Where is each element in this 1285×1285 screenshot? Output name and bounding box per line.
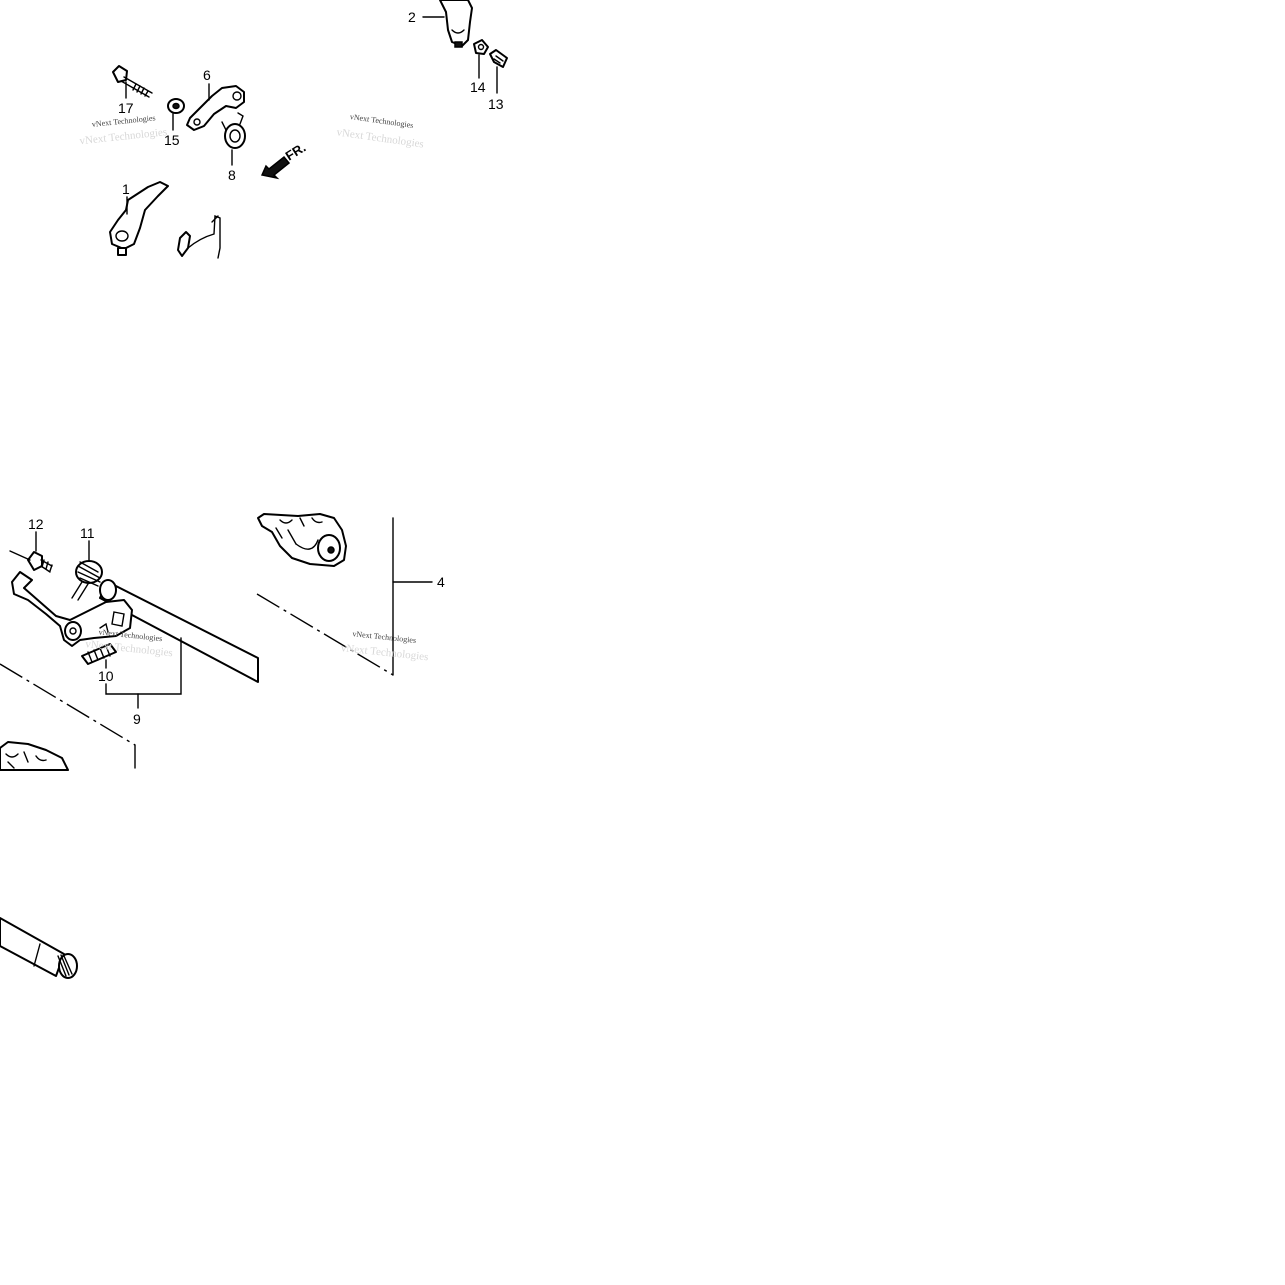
screw-13-drawing (489, 49, 508, 68)
callout-8: 8 (228, 167, 236, 183)
spring-10-drawing (81, 643, 117, 665)
svg-text:vNext Technologies: vNext Technologies (336, 126, 425, 150)
bolt-12-drawing (9, 550, 53, 573)
spring-8-drawing (221, 112, 246, 149)
shift-spindle-9-drawing (11, 571, 259, 683)
callout-10: 10 (98, 668, 114, 684)
watermark-4: vNext Technologies vNext Technologies (340, 629, 429, 663)
bolt-17-drawing (112, 65, 153, 98)
callout-2: 2 (408, 9, 416, 25)
callout-12: 12 (28, 516, 44, 532)
assembly-dashline-4 (256, 593, 394, 676)
callout-13: 13 (488, 96, 504, 112)
washer-15-drawing (167, 98, 185, 114)
svg-text:vNext Technologies: vNext Technologies (340, 642, 429, 663)
callout-14: 14 (470, 79, 486, 95)
shift-shaft-drawing (0, 917, 78, 979)
callout-11: 11 (80, 525, 95, 541)
callout-4: 4 (437, 574, 445, 590)
svg-text:vNext Technologies: vNext Technologies (349, 112, 414, 130)
callout-15: 15 (164, 132, 180, 148)
bracket-9 (105, 637, 182, 695)
callout-6: 6 (203, 67, 211, 83)
shift-drum-4-drawing (257, 513, 347, 567)
clip-14-drawing (473, 39, 489, 55)
assembly-dashline-lower (0, 663, 136, 746)
callout-9: 9 (133, 711, 141, 727)
stopper-arm-6-drawing (186, 85, 245, 131)
spring-11-drawing (71, 560, 103, 601)
svg-text:vNext Technologies: vNext Technologies (91, 113, 156, 129)
watermark-1: vNext Technologies vNext Technologies (79, 113, 168, 147)
watermark-2: vNext Technologies vNext Technologies (336, 112, 425, 150)
front-direction-arrow: FR. (260, 140, 308, 180)
shift-fork-2-drawing (439, 0, 473, 48)
callout-1: 1 (122, 181, 130, 197)
callout-17: 17 (118, 100, 134, 116)
svg-text:vNext Technologies: vNext Technologies (352, 629, 417, 645)
drum-partial-drawing (0, 741, 69, 771)
shift-fork-1-drawing (109, 181, 221, 259)
svg-text:vNext Technologies: vNext Technologies (79, 126, 168, 147)
